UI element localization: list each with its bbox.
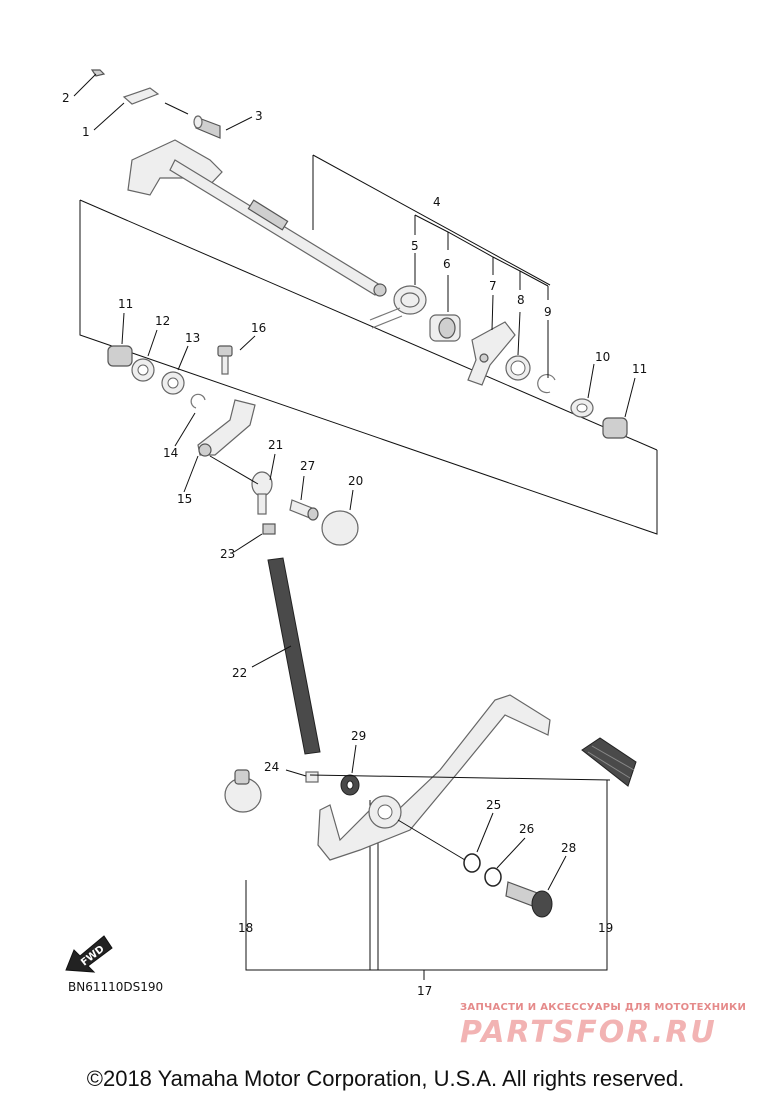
part-shift-shaft (127, 139, 387, 297)
part-circlip-14 (190, 393, 206, 409)
callout-11-left: 11 (118, 297, 133, 311)
callout-18: 18 (238, 921, 253, 935)
callout-23: 23 (220, 547, 235, 561)
part-collar-6 (429, 314, 461, 342)
callout-20: 20 (348, 474, 363, 488)
part-spring-5 (369, 285, 427, 329)
part-arm-15 (197, 399, 256, 457)
callout-25: 25 (486, 798, 501, 812)
part-circlip-9 (537, 374, 556, 394)
callout-27: 27 (300, 459, 315, 473)
diagram-code: BN61110DS190 (68, 980, 164, 994)
part-spring-1 (122, 87, 160, 105)
callout-13: 13 (185, 331, 200, 345)
callout-16: 16 (251, 321, 266, 335)
part-bolt-28 (505, 881, 553, 918)
part-rod-22 (267, 557, 321, 755)
part-pin (90, 69, 106, 77)
part-washer-8 (505, 355, 531, 381)
part-washer-12 (131, 358, 155, 382)
part-bolt-16 (217, 345, 233, 375)
callout-21: 21 (268, 438, 283, 452)
part-plate-7 (467, 321, 516, 386)
callout-9: 9 (544, 305, 552, 319)
callout-8: 8 (517, 293, 525, 307)
callout-17: 17 (417, 984, 432, 998)
part-nut-23 (262, 523, 276, 535)
part-rubber-19 (581, 737, 637, 787)
part-washer-13 (161, 371, 185, 395)
callout-labels: 2 1 3 4 5 6 7 8 9 10 11 11 12 13 16 14 1… (62, 91, 647, 998)
callout-7: 7 (489, 279, 497, 293)
part-bolt-27 (289, 499, 319, 521)
callout-11-right: 11 (632, 362, 647, 376)
leader-lines (73, 73, 636, 891)
callout-10: 10 (595, 350, 610, 364)
callout-3: 3 (255, 109, 263, 123)
callout-22: 22 (232, 666, 247, 680)
part-nut-24 (305, 771, 319, 783)
part-bearing-11a (107, 345, 133, 367)
callout-28: 28 (561, 841, 576, 855)
part-joint-21 (251, 471, 273, 515)
part-ring-25 (463, 853, 481, 873)
callout-2: 2 (62, 91, 70, 105)
callout-15: 15 (177, 492, 192, 506)
part-bolt-3 (193, 115, 221, 139)
fwd-direction-arrow-icon: FWD (65, 935, 113, 973)
callout-19: 19 (598, 921, 613, 935)
part-washer-10 (570, 398, 594, 418)
callout-26: 26 (519, 822, 534, 836)
watermark-brand: PARTSFOR.RU (460, 1015, 717, 1050)
copyright-notice: ©2018 Yamaha Motor Corporation, U.S.A. A… (86, 1066, 685, 1091)
part-bearing-11b (602, 417, 628, 439)
part-cover-18 (224, 769, 262, 813)
callout-12: 12 (155, 314, 170, 328)
watermark: ЗАПЧАСТИ И АКСЕССУАРЫ ДЛЯ МОТОТЕХНИКИ PA… (460, 1002, 760, 1050)
callout-24: 24 (264, 760, 279, 774)
part-cover-20 (321, 510, 359, 546)
callout-29: 29 (351, 729, 366, 743)
callout-14: 14 (163, 446, 178, 460)
part-ring-26 (484, 867, 502, 887)
callout-6: 6 (443, 257, 451, 271)
callout-4: 4 (433, 195, 441, 209)
part-washer-29 (340, 774, 360, 796)
watermark-tagline: ЗАПЧАСТИ И АКСЕССУАРЫ ДЛЯ МОТОТЕХНИКИ (460, 1002, 747, 1013)
callout-5: 5 (411, 239, 419, 253)
callout-1: 1 (82, 125, 90, 139)
